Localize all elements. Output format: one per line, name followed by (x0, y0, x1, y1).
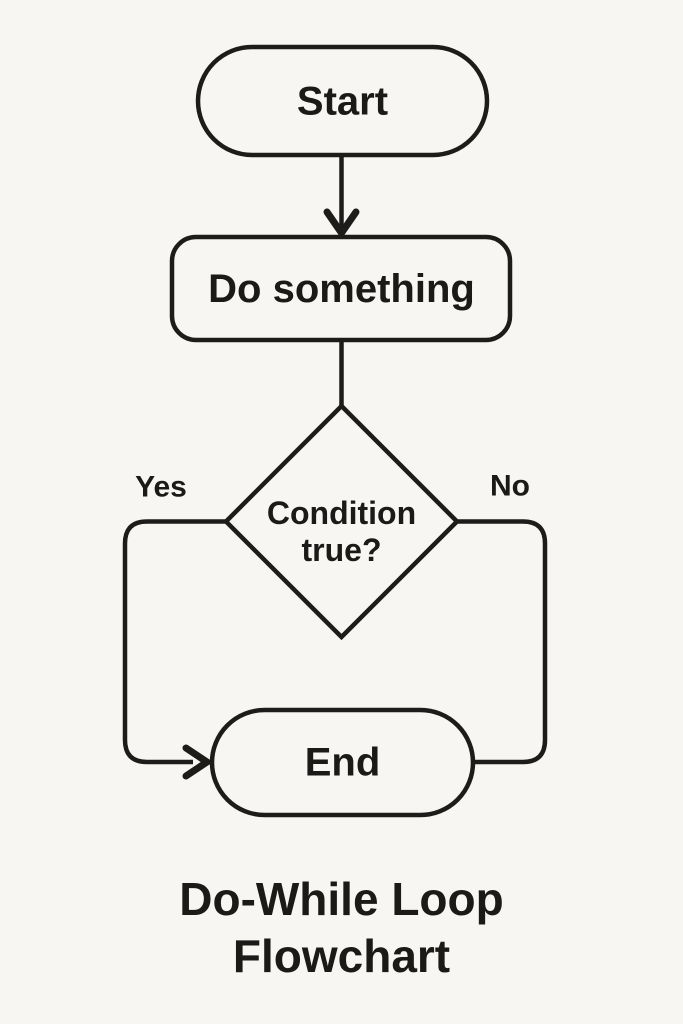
edge-decision-no (456, 519, 548, 765)
node-decision: Condition true? (222, 402, 461, 641)
edge-line (122, 519, 227, 765)
diagram-title: Do-While Loop Flowchart (179, 873, 503, 982)
node-decision-label-line2: true? (302, 532, 382, 568)
node-process: Do something (169, 234, 513, 343)
process-shape (169, 234, 513, 343)
node-decision-label-line1: Condition (267, 495, 416, 531)
arrowhead-down-icon (323, 208, 360, 240)
node-start: Start (195, 44, 490, 158)
node-end-label: End (305, 741, 381, 785)
terminator-shape (195, 44, 490, 158)
terminator-shape (209, 707, 476, 818)
edge-decision-yes (122, 519, 227, 780)
diagram-title-line1: Do-While Loop (179, 873, 503, 925)
edge-label-yes: Yes (135, 471, 187, 504)
edge-line (456, 519, 548, 765)
node-process-label: Do something (208, 267, 475, 311)
decision-diamond-shape (222, 402, 461, 641)
edge-start-to-process (323, 154, 360, 240)
arrowhead-right-icon (182, 744, 214, 780)
diagram-title-line2: Flowchart (233, 930, 450, 982)
edge-label-no: No (490, 470, 530, 503)
node-start-label: Start (297, 80, 388, 124)
node-end: End (209, 707, 476, 818)
